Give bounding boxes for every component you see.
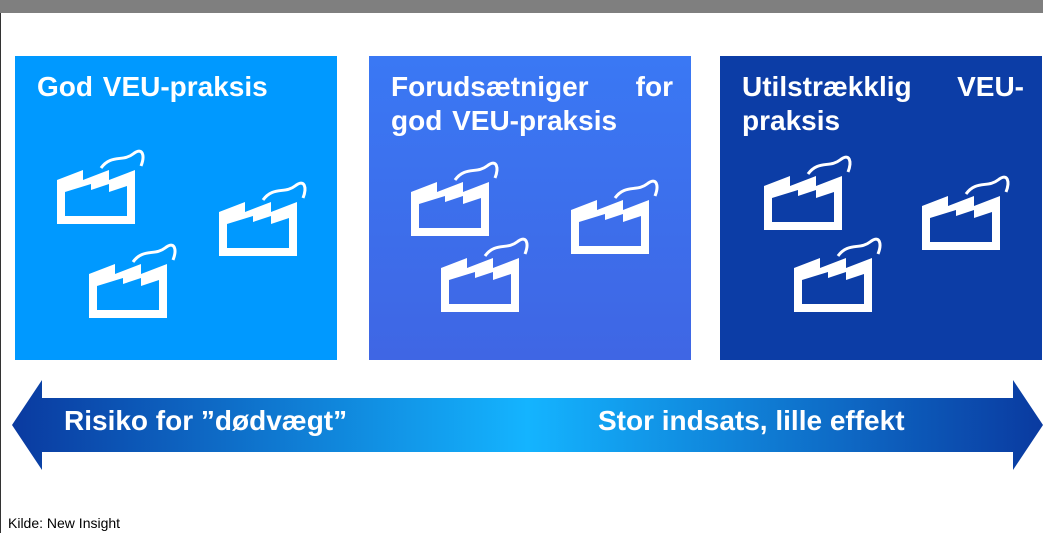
factory-icon — [407, 161, 499, 240]
panel-good-practice: God VEU-praksis — [15, 56, 337, 360]
double-arrow: Risiko for ”dødvægt” Stor indsats, lille… — [12, 380, 1043, 470]
panel-title: Utilstrækklig VEU-praksis — [742, 71, 1024, 136]
panel-title: God VEU-praksis — [37, 71, 268, 102]
double-arrow-icon — [12, 380, 1043, 470]
left-border — [0, 13, 1, 533]
arrow-left-label: Risiko for ”dødvægt” — [64, 405, 348, 436]
factory-icon — [760, 155, 852, 234]
source-note: Kilde: New Insight — [8, 515, 121, 531]
top-bar — [0, 0, 1043, 13]
panel-prerequisites: Forudsætniger for god VEU-praksis — [369, 56, 691, 360]
factory-icon — [437, 237, 529, 316]
panel-title: Forudsætniger for god VEU-praksis — [391, 71, 673, 136]
panel-insufficient-practice: Utilstrækklig VEU-praksis — [720, 56, 1042, 360]
factory-icon — [918, 175, 1010, 254]
factory-icon — [790, 237, 882, 316]
factory-icon — [215, 181, 307, 260]
arrow-right-label: Stor indsats, lille effekt — [598, 405, 905, 436]
factory-icon — [53, 149, 145, 228]
factory-icon — [567, 179, 659, 258]
factory-icon — [85, 243, 177, 322]
